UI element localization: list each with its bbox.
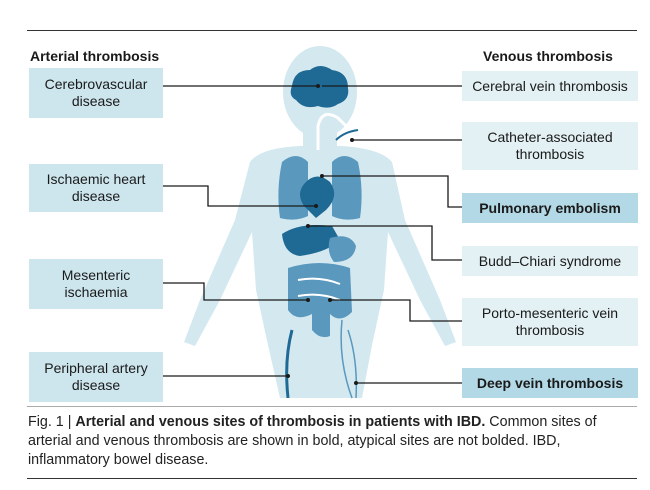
figure-caption: Fig. 1 | Arterial and venous sites of th… [28, 413, 628, 470]
venous-heading: Venous thrombosis [483, 48, 613, 64]
venous-box-pulmonary-embolism: Pulmonary embolism [462, 193, 638, 223]
caption-fig-label: Fig. 1 | [28, 414, 76, 430]
arterial-heading: Arterial thrombosis [30, 48, 160, 64]
heart-icon [300, 176, 335, 218]
arterial-box-ischaemic-heart: Ischaemic heart disease [29, 164, 163, 212]
stomach-icon [328, 236, 356, 262]
body-figure [163, 46, 462, 399]
venous-box-cerebral-vein: Cerebral vein thrombosis [462, 71, 638, 101]
arterial-box-cerebrovascular: Cerebrovascular disease [29, 68, 163, 118]
venous-box-deep-vein: Deep vein thrombosis [462, 368, 638, 398]
leg-vein-icon [340, 319, 358, 399]
arterial-connectors [163, 85, 318, 377]
arterial-box-peripheral: Peripheral artery disease [29, 352, 163, 402]
venous-box-budd-chiari: Budd–Chiari syndrome [462, 246, 638, 276]
top-rule [27, 30, 637, 31]
arterial-box-mesenteric: Mesenteric ischaemia [29, 259, 163, 309]
caption-rule [27, 406, 637, 407]
caption-title: Arterial and venous sites of thrombosis … [75, 414, 486, 430]
venous-connectors [308, 85, 462, 384]
leg-artery-icon [285, 329, 294, 399]
lungs-icon [278, 156, 362, 220]
venous-box-catheter: Catheter-associated thrombosis [462, 122, 638, 170]
catheter-icon [316, 112, 352, 150]
bottom-rule [27, 478, 637, 479]
venous-box-porto-mesenteric: Porto-mesenteric vein thrombosis [462, 298, 638, 346]
liver-icon [282, 225, 340, 256]
caption-text: Common sites of arterial and venous thro… [28, 414, 597, 468]
